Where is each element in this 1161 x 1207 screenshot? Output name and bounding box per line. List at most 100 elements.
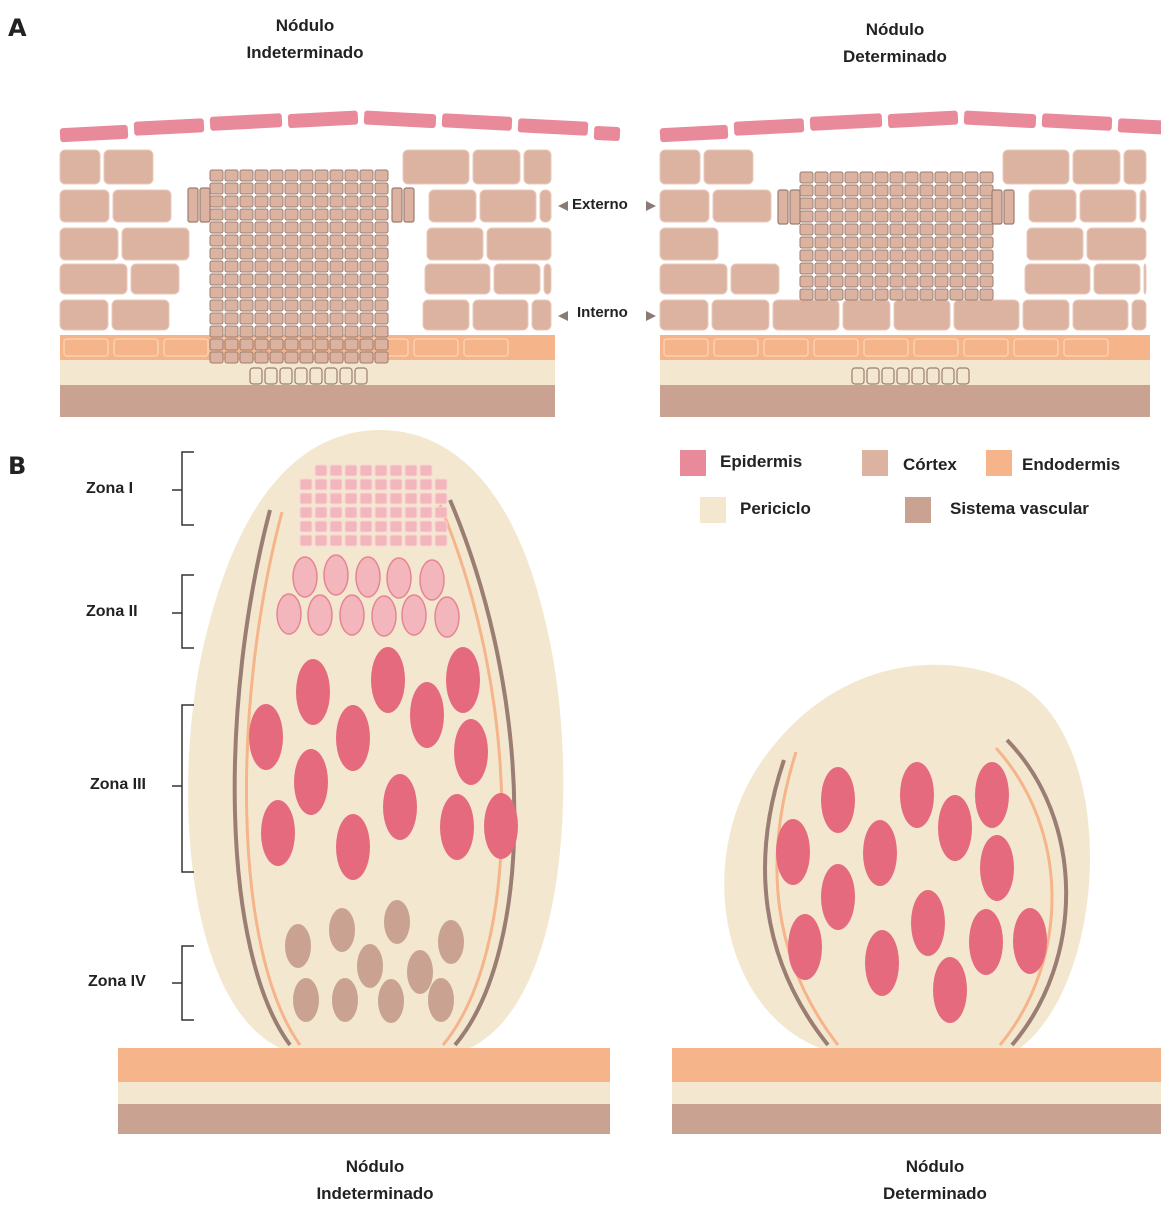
dividing-cell [875, 224, 888, 235]
meristem-cell [345, 535, 357, 546]
meristem-cell [405, 507, 417, 518]
senescent-cell [407, 950, 433, 994]
dividing-cell [845, 276, 858, 287]
dividing-cell [345, 313, 358, 324]
dividing-cell [965, 185, 978, 196]
caption-line-1: Nódulo [270, 1153, 480, 1180]
infected-cell [294, 749, 328, 815]
meristem-cell [360, 521, 372, 532]
dividing-cell [935, 185, 948, 196]
dividing-cell [965, 276, 978, 287]
infected-cell [933, 957, 967, 1023]
cortex-cell [660, 190, 709, 222]
dividing-cell [965, 250, 978, 261]
infected-cell [249, 704, 283, 770]
dividing-cell [285, 183, 298, 194]
cortex-cell [429, 190, 476, 222]
dividing-cell [315, 235, 328, 246]
dividing-cell [300, 274, 313, 285]
dividing-cell [875, 250, 888, 261]
meristem-cell [360, 507, 372, 518]
dividing-cell [920, 211, 933, 222]
infected-cell [371, 647, 405, 713]
dividing-cell [330, 196, 343, 207]
dividing-cell [860, 263, 873, 274]
pericycle-dividing-cell [867, 368, 879, 384]
dividing-cell [905, 289, 918, 300]
dividing-cell [210, 300, 223, 311]
dividing-cell [935, 263, 948, 274]
dividing-cell [225, 222, 238, 233]
dividing-cell [330, 209, 343, 220]
dividing-cell [345, 300, 358, 311]
dividing-cell [255, 196, 268, 207]
dividing-cell [920, 250, 933, 261]
dividing-cell [830, 211, 843, 222]
meristem-cell [345, 493, 357, 504]
dividing-cell [950, 276, 963, 287]
dividing-cell [345, 274, 358, 285]
elongated-cell [188, 188, 198, 222]
meristem-cell [360, 479, 372, 490]
dividing-cell [240, 183, 253, 194]
epidermis-cell [364, 110, 437, 128]
arrow-right-icon [646, 201, 656, 211]
cortex-cell [113, 190, 171, 222]
dividing-cell [255, 170, 268, 181]
dividing-cell [345, 261, 358, 272]
cortex-cell [1132, 300, 1146, 330]
dividing-cell [300, 261, 313, 272]
caption-line-1: Nódulo [830, 1153, 1040, 1180]
pericycle-dividing-cell [280, 368, 292, 384]
dividing-cell [300, 222, 313, 233]
dividing-cell [905, 172, 918, 183]
dividing-cell [300, 248, 313, 259]
dividing-cell [240, 339, 253, 350]
dividing-cell [345, 339, 358, 350]
meristem-cell [375, 493, 387, 504]
infected-cell [911, 890, 945, 956]
dividing-cell [935, 172, 948, 183]
dividing-cell [360, 209, 373, 220]
cortex-cell [704, 150, 753, 184]
dividing-cell [225, 326, 238, 337]
dividing-cell [920, 198, 933, 209]
dividing-cell [360, 274, 373, 285]
dividing-cell [270, 248, 283, 259]
dividing-cell [920, 289, 933, 300]
infection-zone-cell [308, 595, 332, 635]
dividing-cell [905, 224, 918, 235]
meristem-cell [360, 493, 372, 504]
dividing-cell [210, 287, 223, 298]
dividing-cell [315, 209, 328, 220]
meristem-cell [405, 493, 417, 504]
infected-cell [863, 820, 897, 886]
dividing-cell [935, 211, 948, 222]
dividing-cell [920, 263, 933, 274]
dividing-cell [815, 224, 828, 235]
meristem-cell [375, 465, 387, 476]
zone-3-label: Zona III [90, 776, 146, 794]
dividing-cell [315, 261, 328, 272]
meristem-cell [315, 493, 327, 504]
infected-cell [484, 793, 518, 859]
inner-cortex-label: Interno [577, 304, 628, 321]
legend-cortex: Córtex [903, 455, 957, 475]
infected-cell [410, 682, 444, 748]
legend-endodermis: Endodermis [1022, 455, 1120, 475]
caption-indeterminate-bottom: Nódulo Indeterminado [270, 1153, 480, 1207]
dividing-cell [300, 209, 313, 220]
dividing-cell [270, 235, 283, 246]
dividing-cell [255, 235, 268, 246]
pericycle-dividing-cell [310, 368, 322, 384]
dividing-cell [345, 287, 358, 298]
dividing-cell [875, 276, 888, 287]
dividing-cell [860, 276, 873, 287]
legend-swatch-vascular [905, 497, 931, 523]
meristem-cell [330, 493, 342, 504]
dividing-cell [315, 248, 328, 259]
dividing-cell [980, 172, 993, 183]
root-endodermis [118, 1048, 610, 1082]
dividing-cell [285, 261, 298, 272]
senescent-cell [438, 920, 464, 964]
